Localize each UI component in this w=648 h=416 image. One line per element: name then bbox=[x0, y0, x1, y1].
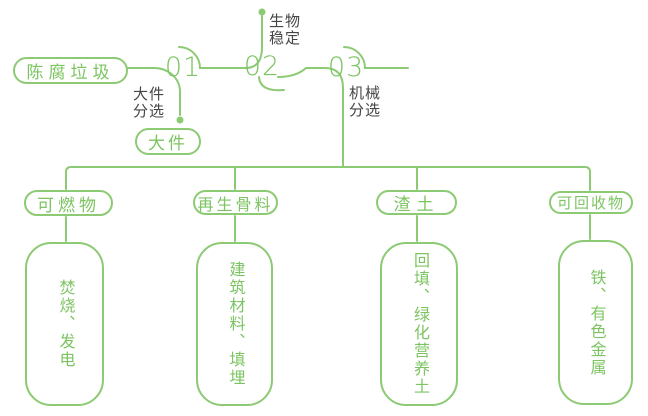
source-label: 陈腐垃圾 bbox=[26, 63, 115, 82]
branch-category-recyclables: 可回收物 bbox=[549, 191, 633, 214]
step-01-number: 01 bbox=[164, 52, 202, 83]
step-03-label: 机械 分选 bbox=[349, 85, 382, 119]
branch-result-box-combustibles: 焚烧、发电 bbox=[25, 242, 104, 406]
branch-category-label: 渣土 bbox=[393, 195, 440, 214]
dajian-connector-dot bbox=[176, 116, 184, 124]
bulky-item-label: 大件 bbox=[148, 134, 188, 153]
step-01-label-line1: 大件 bbox=[133, 86, 166, 103]
branch-result-text: 铁、有色金属 bbox=[587, 268, 605, 377]
branch-result-text: 回填、绿化营养土 bbox=[411, 252, 428, 396]
distribution-line bbox=[65, 166, 591, 191]
source-node: 陈腐垃圾 bbox=[13, 57, 128, 84]
branch-result-text: 焚烧、发电 bbox=[56, 279, 74, 369]
flow-line-source-to-01-drop bbox=[127, 67, 181, 116]
step-03-label-line1: 机械 bbox=[349, 85, 382, 102]
step-01-arc-and-line-to-02 bbox=[178, 46, 247, 69]
branch-category-label: 可燃物 bbox=[37, 195, 100, 215]
step-02-label: 生物 稳定 bbox=[269, 13, 302, 47]
branch-category-label: 可回收物 bbox=[556, 195, 625, 212]
branch-category-slag-soil: 渣土 bbox=[376, 190, 457, 215]
branch-category-label: 再生骨料 bbox=[197, 196, 274, 214]
step-03-number: 03 bbox=[327, 52, 365, 83]
branch-result-text: 建筑材料、填埋 bbox=[226, 261, 244, 387]
branch-result-box-slag-soil: 回填、绿化营养土 bbox=[380, 242, 458, 406]
branch-result-box-recyclables: 铁、有色金属 bbox=[558, 240, 633, 405]
step-02-number: 02 bbox=[243, 51, 281, 82]
step-01-label-line2: 分选 bbox=[133, 102, 166, 120]
branch-result-box-recycled-aggregate: 建筑材料、填埋 bbox=[196, 242, 273, 406]
step-02-label-line2: 稳定 bbox=[269, 29, 302, 47]
biostab-connector-dot bbox=[258, 8, 266, 16]
step-01-label: 大件 分选 bbox=[133, 86, 166, 120]
step-02-stem-line bbox=[246, 15, 263, 69]
bulky-item-node: 大件 bbox=[135, 128, 201, 155]
branch-category-recycled-aggregate: 再生骨料 bbox=[193, 190, 278, 215]
branch-category-combustibles: 可燃物 bbox=[24, 190, 113, 216]
step-02-under-arc bbox=[258, 76, 285, 92]
step-03-arc-and-tail-line bbox=[343, 46, 409, 69]
step-02-swoosh-and-drop-to-03 bbox=[277, 67, 344, 168]
step-03-label-line2: 分选 bbox=[349, 101, 382, 119]
step-02-label-line1: 生物 bbox=[269, 13, 302, 30]
